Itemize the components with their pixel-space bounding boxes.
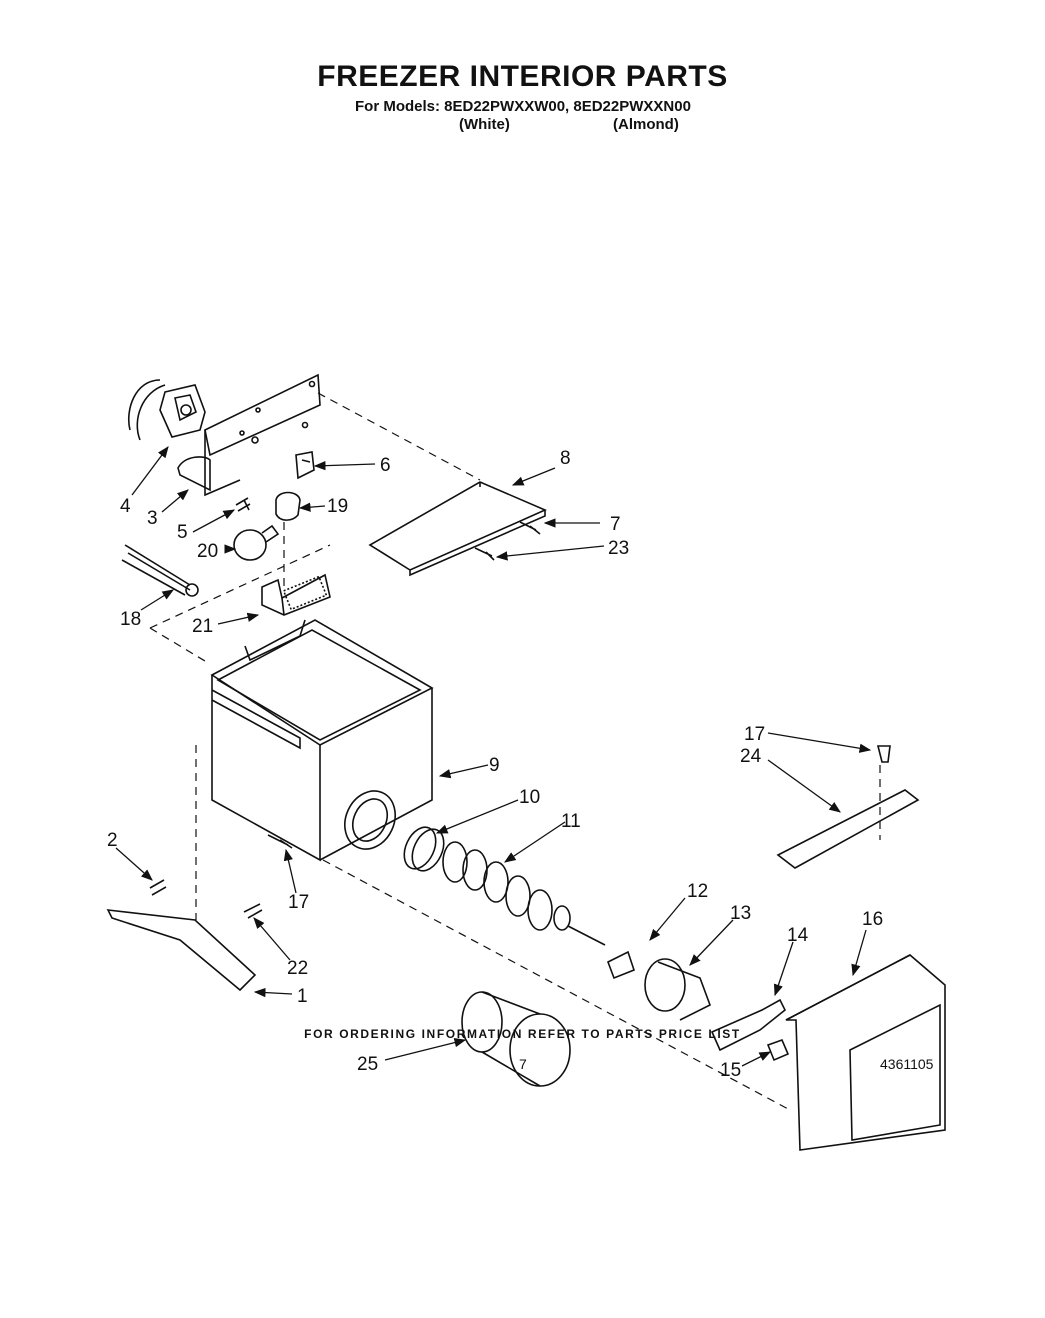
callout-19: 19 (327, 496, 348, 517)
color-almond-label: (Almond) (613, 116, 679, 133)
part-18-harness (121, 544, 199, 597)
part-6-clip (295, 451, 315, 480)
callout-16: 16 (862, 909, 883, 930)
assembly-dash-lines (149, 392, 881, 1111)
part-24-strip (776, 789, 920, 869)
part-16-housing (785, 954, 946, 1151)
part-5-screw (235, 497, 251, 512)
callout-17-upper: 17 (744, 724, 765, 745)
callout-9: 9 (489, 755, 500, 776)
callout-1: 1 (297, 986, 308, 1007)
part-2-screw (149, 879, 167, 896)
callout-labels: 1 2 3 4 5 6 7 8 9 10 11 12 13 14 15 16 1… (107, 448, 883, 1081)
callout-14: 14 (787, 925, 809, 946)
callout-15: 15 (720, 1060, 741, 1081)
callout-13: 13 (730, 903, 751, 924)
callout-8: 8 (560, 448, 571, 469)
callout-12: 12 (687, 881, 708, 902)
color-white-label: (White) (459, 116, 510, 133)
part-13-coupler (644, 958, 711, 1021)
callout-18: 18 (120, 609, 141, 630)
callout-25: 25 (357, 1054, 378, 1075)
part-17-screw-lower (267, 834, 293, 849)
part-11-auger (442, 841, 606, 946)
callout-6: 6 (380, 455, 391, 476)
callout-10: 10 (519, 787, 540, 808)
document-number: 4361105 (880, 1056, 934, 1072)
callout-20: 20 (197, 541, 218, 562)
page-number: 7 (519, 1056, 527, 1072)
part-17-screw-upper (876, 745, 891, 763)
part-4-timer (128, 379, 206, 441)
page-title: FREEZER INTERIOR PARTS (317, 60, 728, 93)
part-1-rail (106, 909, 257, 992)
callout-22: 22 (287, 958, 308, 979)
ordering-note: FOR ORDERING INFORMATION REFER TO PARTS … (304, 1027, 741, 1041)
callout-5: 5 (177, 522, 188, 543)
part-21-cover (261, 573, 331, 616)
part-12-clip (606, 950, 635, 980)
callout-4: 4 (120, 496, 131, 517)
part-19-socket (275, 491, 301, 521)
part-20-bulb (233, 524, 280, 561)
models-line: For Models: 8ED22PWXXW00, 8ED22PWXXN00 (355, 98, 691, 115)
leader-arrows (115, 446, 872, 1067)
part-14-bracket (710, 998, 787, 1052)
part-22-screw (243, 903, 263, 919)
callout-11: 11 (561, 811, 581, 832)
callout-17-lower: 17 (288, 892, 309, 913)
part-15-nut (766, 1038, 790, 1062)
part-3-plate (177, 373, 321, 497)
part-23-screw (474, 547, 495, 561)
part-7-screw (519, 521, 541, 535)
callout-7: 7 (610, 514, 621, 535)
part-9-bin (210, 619, 434, 862)
callout-3: 3 (147, 508, 158, 529)
part-8-channel (368, 481, 547, 577)
part-25-drum (461, 991, 571, 1087)
callout-21: 21 (192, 616, 213, 637)
callout-23: 23 (608, 538, 629, 559)
callout-2: 2 (107, 830, 118, 851)
callout-24: 24 (740, 746, 762, 767)
